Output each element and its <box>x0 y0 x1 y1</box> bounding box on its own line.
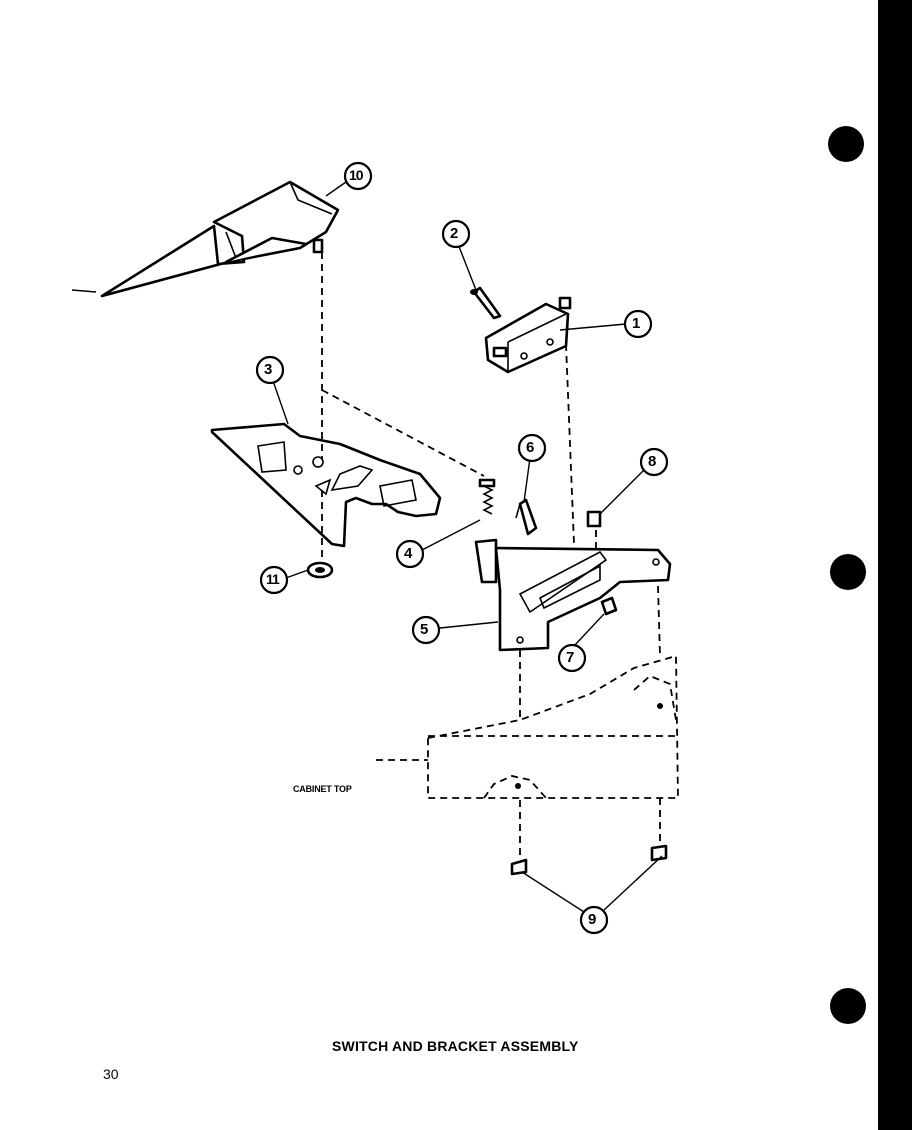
page-number: 30 <box>103 1066 119 1082</box>
part-6-clip <box>515 498 538 536</box>
part-1-switch <box>484 296 572 374</box>
callout-10-label: 10 <box>349 167 364 183</box>
callout-10 <box>343 161 373 191</box>
part-10-actuator-lever <box>71 180 340 298</box>
callout-8 <box>639 447 669 477</box>
page-title: SWITCH AND BRACKET ASSEMBLY <box>332 1038 579 1054</box>
part-9-screws <box>510 844 668 913</box>
callout-4 <box>395 539 425 569</box>
callout-1 <box>623 309 653 339</box>
callout-9 <box>579 905 609 935</box>
part-3-mounting-plate <box>210 422 442 548</box>
binder-hole-bottom <box>830 988 866 1024</box>
callout-9-label: 9 <box>588 911 597 928</box>
cabinet-top-label: CABINET TOP <box>293 784 352 794</box>
binder-hole-middle <box>830 554 866 590</box>
part-4-spring <box>478 478 496 515</box>
part-11-washer <box>306 561 334 579</box>
callouts <box>255 161 669 935</box>
part-2-screw <box>470 286 502 320</box>
callout-6-label: 6 <box>526 439 535 456</box>
callout-3-label: 3 <box>264 361 273 378</box>
callout-5-label: 5 <box>420 621 429 638</box>
callout-6 <box>517 433 547 463</box>
callout-3 <box>255 355 285 385</box>
callout-5 <box>411 615 441 645</box>
cabinet-top-outline <box>376 654 679 799</box>
binder-hole-top <box>828 126 864 162</box>
callout-11-label: 11 <box>266 571 280 587</box>
callout-7-label: 7 <box>566 649 575 666</box>
callout-2-label: 2 <box>450 225 459 242</box>
callout-2 <box>441 219 471 249</box>
callout-1-label: 1 <box>632 315 641 332</box>
leader-lines <box>271 181 645 647</box>
callout-8-label: 8 <box>648 453 657 470</box>
part-8-nut <box>586 510 602 528</box>
diagram-page <box>0 0 880 1130</box>
assembly-lines <box>321 252 661 860</box>
scan-edge <box>878 0 912 1130</box>
callout-4-label: 4 <box>404 545 413 562</box>
callout-7 <box>557 643 587 673</box>
part-7-fastener <box>600 596 618 616</box>
part-5-switch-bracket <box>474 538 672 652</box>
callout-11 <box>259 565 289 595</box>
